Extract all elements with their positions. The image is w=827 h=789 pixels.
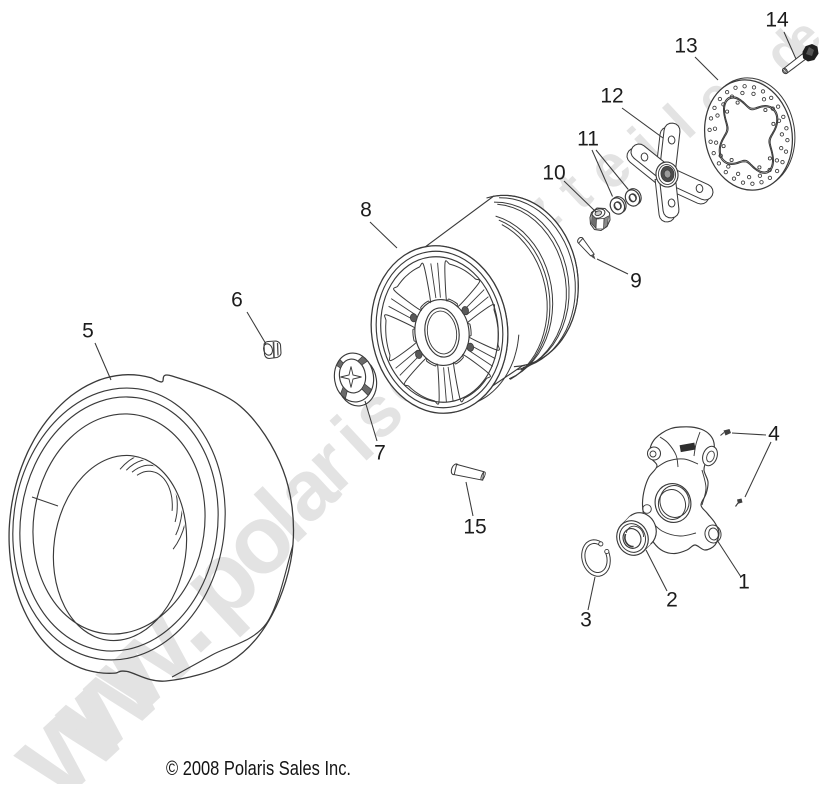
svg-text:12: 12 bbox=[600, 85, 623, 108]
svg-text:10: 10 bbox=[542, 162, 565, 185]
svg-text:2: 2 bbox=[666, 589, 678, 612]
svg-text:13: 13 bbox=[674, 35, 697, 58]
svg-text:© 2008 Polaris Sales Inc.: © 2008 Polaris Sales Inc. bbox=[166, 758, 351, 780]
svg-text:8: 8 bbox=[360, 199, 372, 222]
svg-text:1: 1 bbox=[738, 571, 750, 594]
svg-text:9: 9 bbox=[630, 270, 642, 293]
svg-text:3: 3 bbox=[580, 609, 592, 632]
svg-text:11: 11 bbox=[577, 128, 599, 151]
svg-text:15: 15 bbox=[463, 516, 486, 539]
svg-text:7: 7 bbox=[374, 442, 386, 465]
svg-text:4: 4 bbox=[768, 423, 780, 446]
svg-text:5: 5 bbox=[82, 320, 94, 343]
svg-text:6: 6 bbox=[231, 289, 243, 312]
svg-text:14: 14 bbox=[765, 9, 789, 32]
